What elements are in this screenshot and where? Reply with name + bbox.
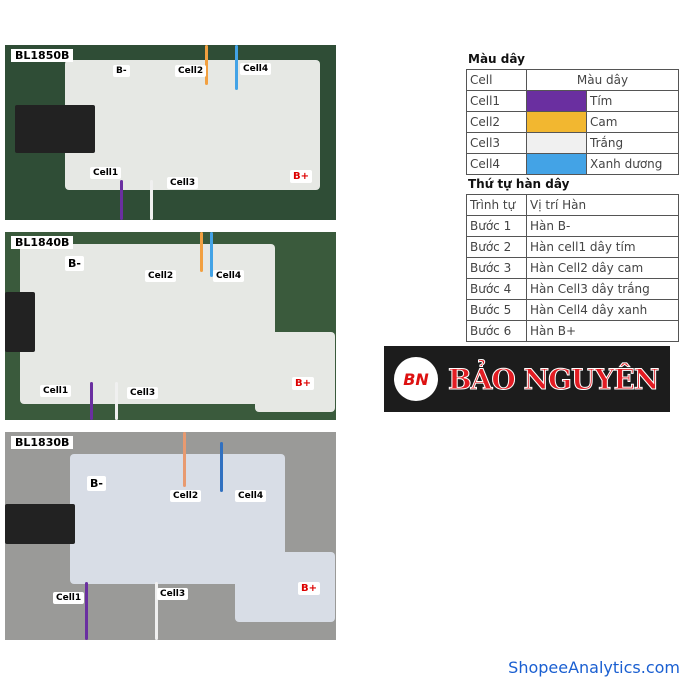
table-row: Cell2 Cam [466,111,679,133]
purple-wire [90,382,93,420]
pcb-tab [255,332,335,412]
label-cell2: Cell2 [170,490,202,502]
photo-bl1840b: BL1840B B- Cell2 Cell4 Cell1 Cell3 B+ [5,232,336,420]
white-wire [150,180,153,220]
cell-name: Cell4 [466,153,527,175]
color-name: Trắng [586,132,679,154]
logo-text: BẢO NGUYÊN [447,362,659,396]
orange-wire [200,232,203,272]
label-b-minus: B- [113,65,130,77]
ribbon-connector [5,292,35,352]
color-name: Cam [586,111,679,133]
header-cell: Cell [466,69,527,91]
cell-name: Cell2 [466,111,527,133]
blue-wire [220,442,223,492]
pcb-board [20,244,275,404]
label-b-minus: B- [87,476,106,491]
label-cell1: Cell1 [90,167,122,179]
step: Bước 2 [466,236,527,258]
label-cell2: Cell2 [175,65,207,77]
color-name: Tím [586,90,679,112]
orange-wire [183,432,186,487]
model-label: BL1850B [11,49,74,62]
white-wire [155,582,158,640]
label-cell3: Cell3 [127,387,159,399]
label-cell2: Cell2 [145,270,177,282]
table-header: Cell Màu dây [466,69,679,91]
header-step: Trình tự [466,194,527,216]
color-name: Xanh dương [586,153,679,175]
blue-wire [210,232,213,277]
wire-color-table: Cell Màu dây Cell1 Tím Cell2 Cam Cell3 Trắn… [466,69,679,175]
step: Bước 6 [466,320,527,342]
table-row: Cell3 Trắng [466,132,679,154]
label-b-plus: B+ [292,377,315,390]
label-cell1: Cell1 [53,592,85,604]
position: Hàn B- [526,215,679,237]
label-cell4: Cell4 [240,63,272,75]
label-b-minus: B- [65,256,84,271]
label-cell1: Cell1 [40,385,72,397]
step: Bước 3 [466,257,527,279]
position: Hàn B+ [526,320,679,342]
header-position: Vị trí Hàn [526,194,679,216]
table-row: Cell1 Tím [466,90,679,112]
model-label: BL1840B [11,236,74,249]
label-b-plus: B+ [290,170,313,183]
step: Bước 1 [466,215,527,237]
color-swatch [526,132,587,154]
color-swatch [526,153,587,175]
position: Hàn Cell4 dây xanh [526,299,679,321]
footer-watermark: ShopeeAnalytics.com [508,658,680,677]
step: Bước 5 [466,299,527,321]
step: Bước 4 [466,278,527,300]
label-cell3: Cell3 [157,588,189,600]
position: Hàn cell1 dây tím [526,236,679,258]
white-wire [115,382,118,420]
solder-order-title: Thứ tự hàn dây [468,177,570,191]
label-cell3: Cell3 [167,177,199,189]
cell-name: Cell1 [466,90,527,112]
label-b-plus: B+ [298,582,321,595]
blue-wire [235,45,238,90]
ribbon-connector [5,504,75,544]
orange-wire [205,45,208,85]
header-color: Màu dây [526,69,679,91]
color-swatch [526,90,587,112]
photo-bl1850b: BL1850B B- Cell2 Cell4 Cell1 Cell3 B+ [5,45,336,220]
position: Hàn Cell3 dây trắng [526,278,679,300]
position: Hàn Cell2 dây cam [526,257,679,279]
label-cell4: Cell4 [235,490,267,502]
label-cell4: Cell4 [213,270,245,282]
purple-wire [120,180,123,220]
bao-nguyen-logo: BN BẢO NGUYÊN [384,346,670,412]
cell-name: Cell3 [466,132,527,154]
logo-mark: BN [394,357,438,401]
model-label: BL1830B [11,436,74,449]
color-swatch [526,111,587,133]
ribbon-connector [15,105,95,153]
photo-bl1830b: BL1830B B- Cell2 Cell4 Cell1 Cell3 B+ [5,432,336,640]
table-row: Cell4 Xanh dương [466,153,679,175]
purple-wire [85,582,88,640]
wire-color-title: Màu dây [468,52,525,66]
